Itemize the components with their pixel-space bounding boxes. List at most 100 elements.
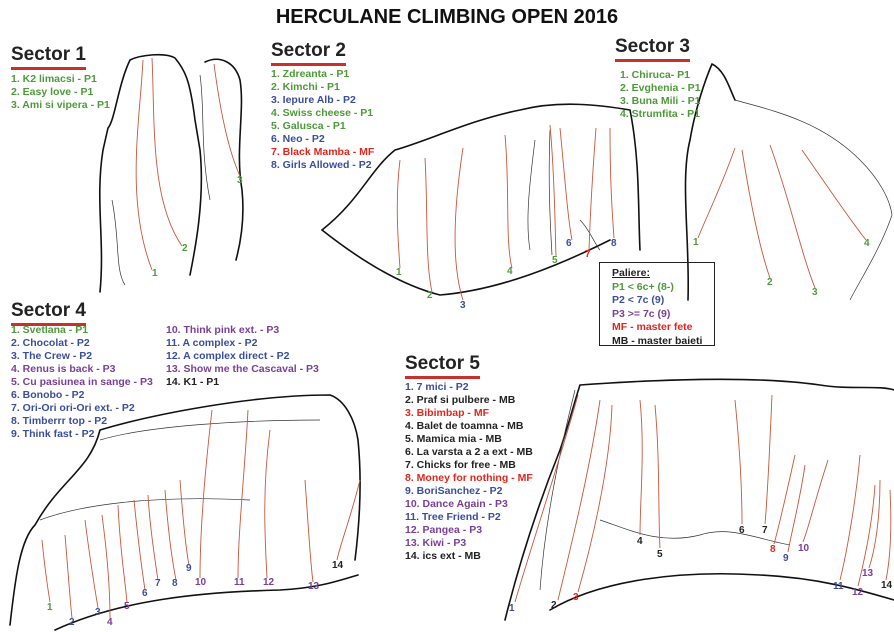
route-number: 4 xyxy=(107,617,113,628)
route-number: 7 xyxy=(762,525,768,536)
sector-5-rock xyxy=(504,378,894,621)
route-number: 9 xyxy=(783,553,789,564)
route-list-item: 3. Bibimbap - MF xyxy=(405,407,489,419)
legend-item: MB - master baieti xyxy=(612,334,703,347)
route-number: 3 xyxy=(95,607,101,618)
route-number: 6 xyxy=(739,525,745,536)
legend-item: P1 < 6c+ (8-) xyxy=(612,280,674,293)
route-number: 1 xyxy=(509,603,515,614)
route-number: 14 xyxy=(332,560,344,571)
route-list-item: 4. Strumfita - P1 xyxy=(620,108,700,120)
sector-4-heading: Sector 4 xyxy=(11,300,86,326)
route-number: 2 xyxy=(182,243,188,254)
route-list-item: 6. Bonobo - P2 xyxy=(11,389,85,401)
route-list-item: 8. Girls Allowed - P2 xyxy=(271,159,372,171)
route-list-item: 12. Pangea - P3 xyxy=(405,524,483,536)
route-list-item: 9. BoriSanchez - P2 xyxy=(405,485,503,497)
route-list-item: 3. The Crew - P2 xyxy=(11,350,93,362)
route-number: 5 xyxy=(552,255,558,266)
legend-item: P3 >= 7c (9) xyxy=(612,307,671,320)
route-number: 1 xyxy=(693,237,699,248)
route-list-item: 3. Buna Mili - P1 xyxy=(620,95,701,107)
route-list-item: 13. Kiwi - P3 xyxy=(405,537,467,549)
route-list-item: 1. Chiruca- P1 xyxy=(620,69,691,81)
route-list-item: 6. La varsta a 2 a ext - MB xyxy=(405,446,533,458)
route-list-item: 6. Neo - P2 xyxy=(271,133,325,145)
route-list-item: 2. Kimchi - P1 xyxy=(271,81,340,93)
route-list-item: 9. Think fast - P2 xyxy=(11,428,95,440)
sector-3-rock xyxy=(684,63,893,301)
route-number: 2 xyxy=(551,600,557,611)
route-list-item: 5. Galusca - P1 xyxy=(271,120,346,132)
route-number: 2 xyxy=(427,290,433,301)
route-number: 6 xyxy=(566,238,572,249)
route-number: 8 xyxy=(770,544,776,555)
sector-1-heading: Sector 1 xyxy=(11,44,86,70)
route-list-item: 1. K2 limacsi - P1 xyxy=(11,73,97,85)
sector-2-rock xyxy=(321,103,641,301)
route-number: 12 xyxy=(263,577,275,588)
route-list-item: 2. Evghenia - P1 xyxy=(620,82,701,94)
route-list-item: 2. Chocolat - P2 xyxy=(11,337,90,349)
route-number: 3 xyxy=(812,287,818,298)
route-number: 8 xyxy=(172,578,178,589)
route-number: 4 xyxy=(637,536,643,547)
route-number: 5 xyxy=(124,601,130,612)
route-list-item: 4. Renus is back - P3 xyxy=(11,363,116,375)
route-number: 4 xyxy=(864,238,870,249)
route-list-item: 5. Cu pasiunea in sange - P3 xyxy=(11,376,153,388)
route-list-item: 14. K1 - P1 xyxy=(166,376,220,388)
grade-legend: Paliere: P1 < 6c+ (8-)P2 < 7c (9)P3 >= 7… xyxy=(599,262,715,347)
route-number: 4 xyxy=(507,266,513,277)
route-list-item: 7. Ori-Ori ori-Ori ext. - P2 xyxy=(11,402,135,414)
route-list-item: 1. Zdreanta - P1 xyxy=(271,68,350,80)
route-number: 5 xyxy=(657,549,663,560)
route-list-item: 2. Praf si pulbere - MB xyxy=(405,394,516,406)
route-number: 10 xyxy=(195,577,207,588)
route-list-item: 10. Think pink ext. - P3 xyxy=(166,324,280,336)
route-list-item: 7. Chicks for free - MB xyxy=(405,459,516,471)
route-list-item: 1. 7 mici - P2 xyxy=(405,381,469,393)
page-title: HERCULANE CLIMBING OPEN 2016 xyxy=(275,6,619,28)
route-number: 3 xyxy=(573,592,579,603)
route-number: 3 xyxy=(460,300,466,311)
route-number: 13 xyxy=(862,568,874,579)
legend-item: MF - master fete xyxy=(612,321,693,333)
route-list-item: 12. A complex direct - P2 xyxy=(166,350,290,362)
route-number: 3 xyxy=(237,175,243,186)
sector-1-rock xyxy=(98,53,244,293)
route-number: 12 xyxy=(852,587,864,598)
route-list-item: 3. Iepure Alb - P2 xyxy=(271,94,356,106)
route-number: 11 xyxy=(234,577,245,588)
route-number: 2 xyxy=(767,277,773,288)
route-list-item: 5. Mamica mia - MB xyxy=(405,433,502,445)
route-list-item: 11. Tree Friend - P2 xyxy=(405,511,501,523)
route-number: 11 xyxy=(833,581,844,592)
legend-heading: Paliere: xyxy=(612,267,650,279)
route-number: 6 xyxy=(142,588,148,599)
sector-5-heading: Sector 5 xyxy=(405,353,480,379)
route-list-item: 13. Show me the Cascaval - P3 xyxy=(166,363,319,375)
route-list-item: 11. A complex - P2 xyxy=(166,337,258,349)
sector-2-heading: Sector 2 xyxy=(271,40,346,66)
route-number: 8 xyxy=(611,238,617,249)
route-number: 14 xyxy=(881,580,893,591)
route-number: 13 xyxy=(308,581,320,592)
route-list-item: 4. Balet de toamna - MB xyxy=(405,420,524,432)
legend-item: P2 < 7c (9) xyxy=(612,294,665,306)
route-list-item: 8. Timberrr top - P2 xyxy=(11,415,108,427)
route-number: 1 xyxy=(396,267,402,278)
sector-3-heading: Sector 3 xyxy=(615,36,690,62)
route-number: 10 xyxy=(798,543,810,554)
route-number: 7 xyxy=(585,249,591,260)
route-number: 7 xyxy=(155,578,161,589)
